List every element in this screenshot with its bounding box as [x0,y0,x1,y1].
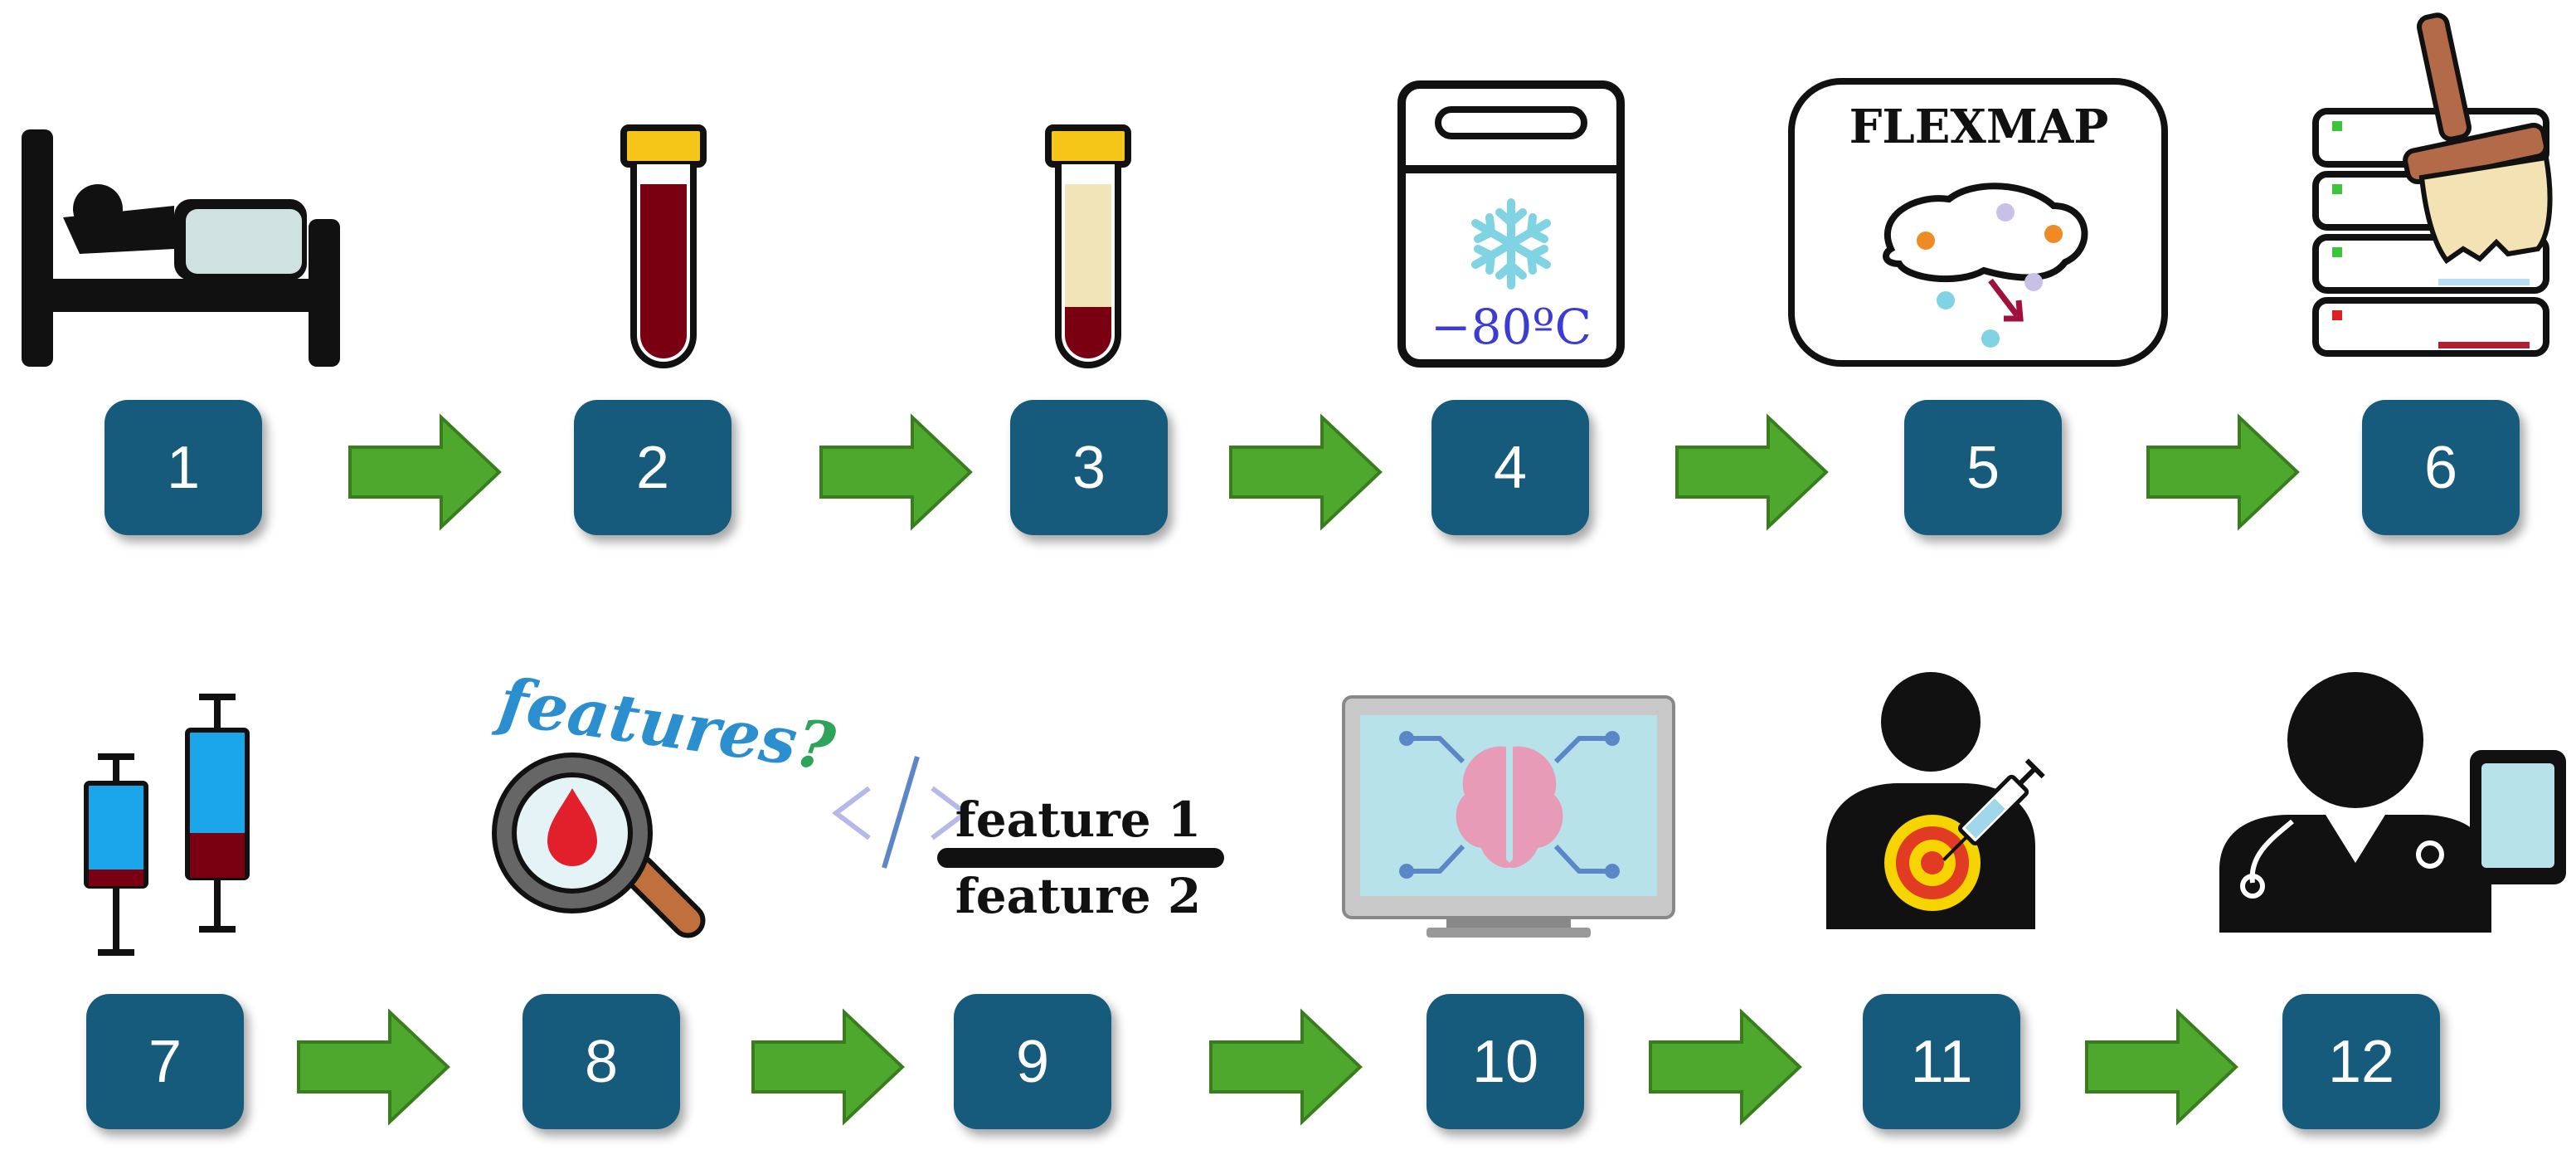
step-number-5: 5 [1966,435,2000,501]
feature-ratio-icon: feature 1 feature 2 [832,756,1224,924]
doctor-tablet-icon [2219,672,2566,933]
hospital-bed-icon [22,129,340,367]
syringes-icon [84,694,250,956]
blood-tube-icon [620,124,707,368]
arrow-7-8 [297,1008,450,1126]
code-icon [832,756,970,869]
step-box-12: 12 [2282,994,2440,1129]
step-box-6: 6 [2362,400,2520,535]
arrow-8-9 [751,1008,905,1126]
patient-target-icon [1826,672,2045,929]
step-box-5: 5 [1904,400,2062,535]
step-box-4: 4 [1431,400,1589,535]
syringe-icon [1942,758,2045,861]
step-box-10: 10 [1427,994,1584,1129]
step-number-11: 11 [1911,1029,1973,1095]
snowflake-icon [1471,198,1551,290]
step-number-10: 10 [1472,1029,1538,1095]
freezer-icon: −80ºC [1397,80,1625,368]
step-box-3: 3 [1010,400,1168,535]
step-box-9: 9 [954,994,1111,1129]
arrow-9-10 [1209,1008,1363,1126]
feature-2-label: feature 2 [955,868,1201,924]
arrow-1-2 [348,413,502,531]
step-number-12: 12 [2328,1029,2394,1095]
flexmap-analyzer-icon: FLEXMAP [1788,78,2168,367]
arrow-2-3 [819,413,973,531]
step-box-11: 11 [1863,994,2020,1129]
arrow-10-11 [1649,1008,1802,1126]
feature-1-label: feature 1 [955,792,1201,848]
brain-icon [1456,746,1563,869]
step-number-8: 8 [585,1029,618,1095]
step-number-3: 3 [1072,435,1106,501]
step-number-1: 1 [167,435,200,501]
step-number-9: 9 [1016,1029,1049,1095]
step-number-2: 2 [636,435,669,501]
magnifier-blood-icon: features? [490,663,840,938]
arrow-5-6 [2146,413,2300,531]
arrow-3-4 [1229,413,1383,531]
step-box-2: 2 [574,400,731,535]
plasma-tube-icon [1045,124,1131,368]
step-box-7: 7 [86,994,244,1129]
arrow-11-12 [2085,1008,2238,1126]
step-box-8: 8 [522,994,680,1129]
step-number-6: 6 [2424,435,2457,501]
arrow-4-5 [1675,413,1829,531]
step-number-7: 7 [148,1029,182,1095]
step-box-1: 1 [104,400,262,535]
data-cleaning-icon [2312,12,2553,357]
freezer-temperature: −80ºC [1431,299,1592,355]
ai-brain-monitor-icon [1342,695,1675,938]
step-number-4: 4 [1494,435,1527,501]
flexmap-label: FLEXMAP [1849,100,2109,154]
